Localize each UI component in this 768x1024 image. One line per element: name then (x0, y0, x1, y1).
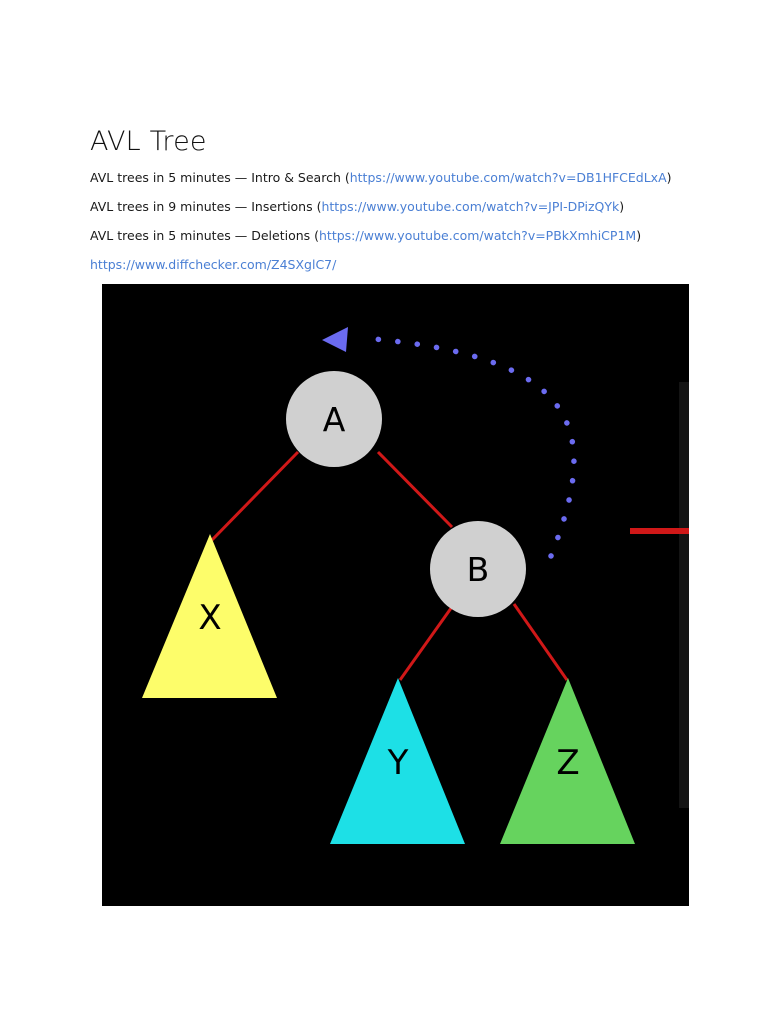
node-b-label: B (467, 550, 490, 589)
diffchecker-link[interactable]: https://www.diffchecker.com/Z4SXglC7/ (90, 257, 337, 272)
link-description: AVL trees in 5 minutes — Intro & Search … (90, 170, 350, 185)
youtube-link-insertions[interactable]: https://www.youtube.com/watch?v=JPI-DPiz… (321, 199, 620, 214)
subtree-x-label: X (198, 598, 221, 638)
rotation-arrowhead-icon (322, 327, 348, 352)
link-line-insertions: AVL trees in 9 minutes — Insertions (htt… (90, 198, 624, 216)
node-a (286, 371, 382, 467)
side-strip (679, 382, 689, 808)
diagram-svg: A B X Y Z (102, 284, 689, 906)
youtube-link-intro[interactable]: https://www.youtube.com/watch?v=DB1HFCEd… (349, 170, 667, 185)
subtree-z-label: Z (556, 743, 579, 783)
subtree-y-label: Y (387, 743, 409, 783)
edge-a-x (210, 450, 300, 542)
link-suffix: ) (666, 170, 672, 185)
link-line-diffchecker: https://www.diffchecker.com/Z4SXglC7/ (90, 256, 336, 274)
page-title: AVL Tree (90, 126, 207, 157)
edge-b-y (398, 603, 456, 681)
edge-b-z (512, 603, 569, 681)
link-description: AVL trees in 9 minutes — Insertions ( (90, 199, 322, 214)
node-b (430, 521, 526, 617)
link-line-intro: AVL trees in 5 minutes — Intro & Search … (90, 169, 672, 187)
subtree-y (330, 678, 465, 844)
subtree-x (142, 534, 277, 698)
link-suffix: ) (619, 199, 625, 214)
subtree-z (500, 678, 635, 844)
avl-rotation-diagram: A B X Y Z (102, 284, 689, 906)
link-description: AVL trees in 5 minutes — Deletions ( (90, 228, 319, 243)
node-a-label: A (323, 400, 346, 439)
youtube-link-deletions[interactable]: https://www.youtube.com/watch?v=PBkXmhiC… (319, 228, 637, 243)
edge-a-b (376, 450, 454, 529)
side-edge-fragment (630, 528, 689, 534)
link-suffix: ) (636, 228, 642, 243)
link-line-deletions: AVL trees in 5 minutes — Deletions (http… (90, 227, 641, 245)
